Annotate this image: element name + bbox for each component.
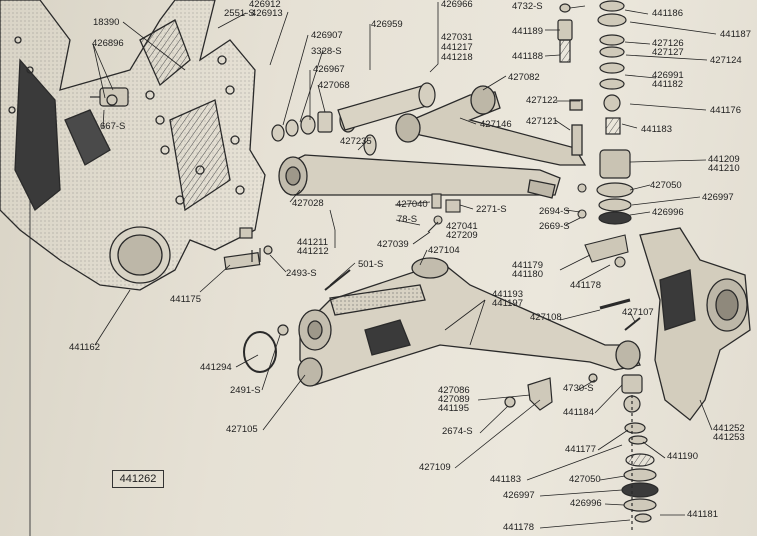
label-426997-lower: 426997	[503, 490, 535, 501]
label-4732-s: 4732-S	[512, 1, 543, 12]
label-427109: 427109	[419, 462, 451, 473]
lower-hardware	[223, 245, 598, 411]
label-441253: 441253	[713, 432, 745, 443]
label-2493-s: 2493-S	[286, 268, 317, 279]
label-441180: 441180	[512, 269, 543, 280]
kingpin-stack-lower	[621, 374, 659, 530]
center-hardware	[427, 183, 587, 233]
label-2694-s: 2694-S	[539, 206, 570, 217]
label-441187: 441187	[720, 29, 751, 40]
label-426966: 426966	[441, 0, 473, 10]
label-426912: 426912	[249, 0, 281, 10]
label-427105: 427105	[226, 424, 258, 435]
label-441193: 441193	[492, 289, 523, 300]
label-427124: 427124	[710, 55, 742, 66]
label-427107: 427107	[622, 307, 654, 318]
label-427031: 427031	[441, 32, 473, 43]
label-427122: 427122	[526, 95, 558, 106]
label-2271-s: 2271-S	[476, 204, 507, 215]
label-426997-upper: 426997	[702, 192, 734, 203]
label-3328-s: 3328-S	[311, 46, 342, 57]
label-18390: 18390	[93, 17, 120, 28]
label-427146: 427146	[480, 119, 512, 130]
label-427028: 427028	[292, 198, 324, 209]
label-441182: 441182	[652, 79, 683, 90]
steering-knuckle	[639, 227, 751, 421]
label-427082: 427082	[508, 72, 540, 83]
label-441294: 441294	[200, 362, 232, 373]
steering-arm	[584, 234, 641, 331]
label-427121: 427121	[526, 116, 558, 127]
radius-strut-arm	[278, 154, 561, 199]
label-427235: 427235	[340, 136, 372, 147]
label-441178-upper: 441178	[570, 280, 601, 291]
label-2491-s: 2491-S	[230, 385, 261, 396]
label-427050-upper: 427050	[650, 180, 682, 191]
label-426907: 426907	[311, 30, 343, 41]
label-441176: 441176	[710, 105, 741, 116]
label-441184: 441184	[563, 407, 594, 418]
upper-bushings	[271, 82, 436, 156]
label-427040: 427040	[396, 199, 428, 210]
label-441181: 441181	[687, 509, 718, 520]
label-441218: 441218	[441, 52, 473, 63]
kingpin-stack-upper	[557, 0, 634, 225]
frame-bolts	[90, 87, 253, 239]
label-427050-lower: 427050	[569, 474, 601, 485]
label-427039: 427039	[377, 239, 409, 250]
label-426996-lower: 426996	[570, 498, 602, 509]
frame-crossmember	[0, 0, 266, 291]
label-427068: 427068	[318, 80, 350, 91]
label-441189: 441189	[512, 26, 543, 37]
label-427126: 427126	[652, 38, 684, 49]
label-426913: 426913	[251, 8, 283, 19]
label-426959: 426959	[371, 19, 403, 30]
label-426991: 426991	[652, 70, 684, 81]
label-441195: 441195	[438, 403, 469, 414]
lower-control-arm	[297, 257, 641, 387]
label-441212: 441212	[297, 246, 329, 257]
label-427104: 427104	[428, 245, 460, 256]
label-426896: 426896	[92, 38, 124, 49]
label-441162: 441162	[69, 342, 100, 353]
label-441178-lower: 441178	[503, 522, 534, 533]
label-441190: 441190	[667, 451, 698, 462]
label-441186: 441186	[652, 8, 683, 19]
label-441183-upper: 441183	[641, 124, 672, 135]
label-426996-upper: 426996	[652, 207, 684, 218]
label-441183-lower: 441183	[490, 474, 521, 485]
leader-lines	[92, 2, 717, 529]
label-426967: 426967	[313, 64, 345, 75]
label-4730-s: 4730-S	[563, 383, 594, 394]
label-2551-s: 2551-S	[224, 8, 255, 19]
label-667-s: 667-S	[100, 121, 126, 132]
plate-number-box: 441262	[112, 470, 164, 488]
label-427108: 427108	[530, 312, 562, 323]
label-441188: 441188	[512, 51, 543, 62]
label-441252: 441252	[713, 423, 745, 434]
upper-control-arm	[395, 85, 587, 166]
label-427209: 427209	[446, 230, 478, 241]
label-427041: 427041	[446, 221, 478, 232]
label-441210: 441210	[708, 163, 740, 174]
label-2669-s: 2669-S	[539, 221, 570, 232]
label-441217: 441217	[441, 42, 473, 53]
label-441177: 441177	[565, 444, 596, 455]
label-427089: 427089	[438, 394, 470, 405]
label-441175: 441175	[170, 294, 201, 305]
label-441197: 441197	[492, 298, 523, 309]
label-501-s: 501-S	[358, 259, 384, 270]
label-441209: 441209	[708, 154, 740, 165]
label-78-s: 78-S	[397, 214, 418, 225]
label-441179: 441179	[512, 260, 543, 271]
label-427127: 427127	[652, 47, 684, 58]
label-427086: 427086	[438, 385, 470, 396]
label-2674-s: 2674-S	[442, 426, 473, 437]
label-441211: 441211	[297, 237, 328, 248]
